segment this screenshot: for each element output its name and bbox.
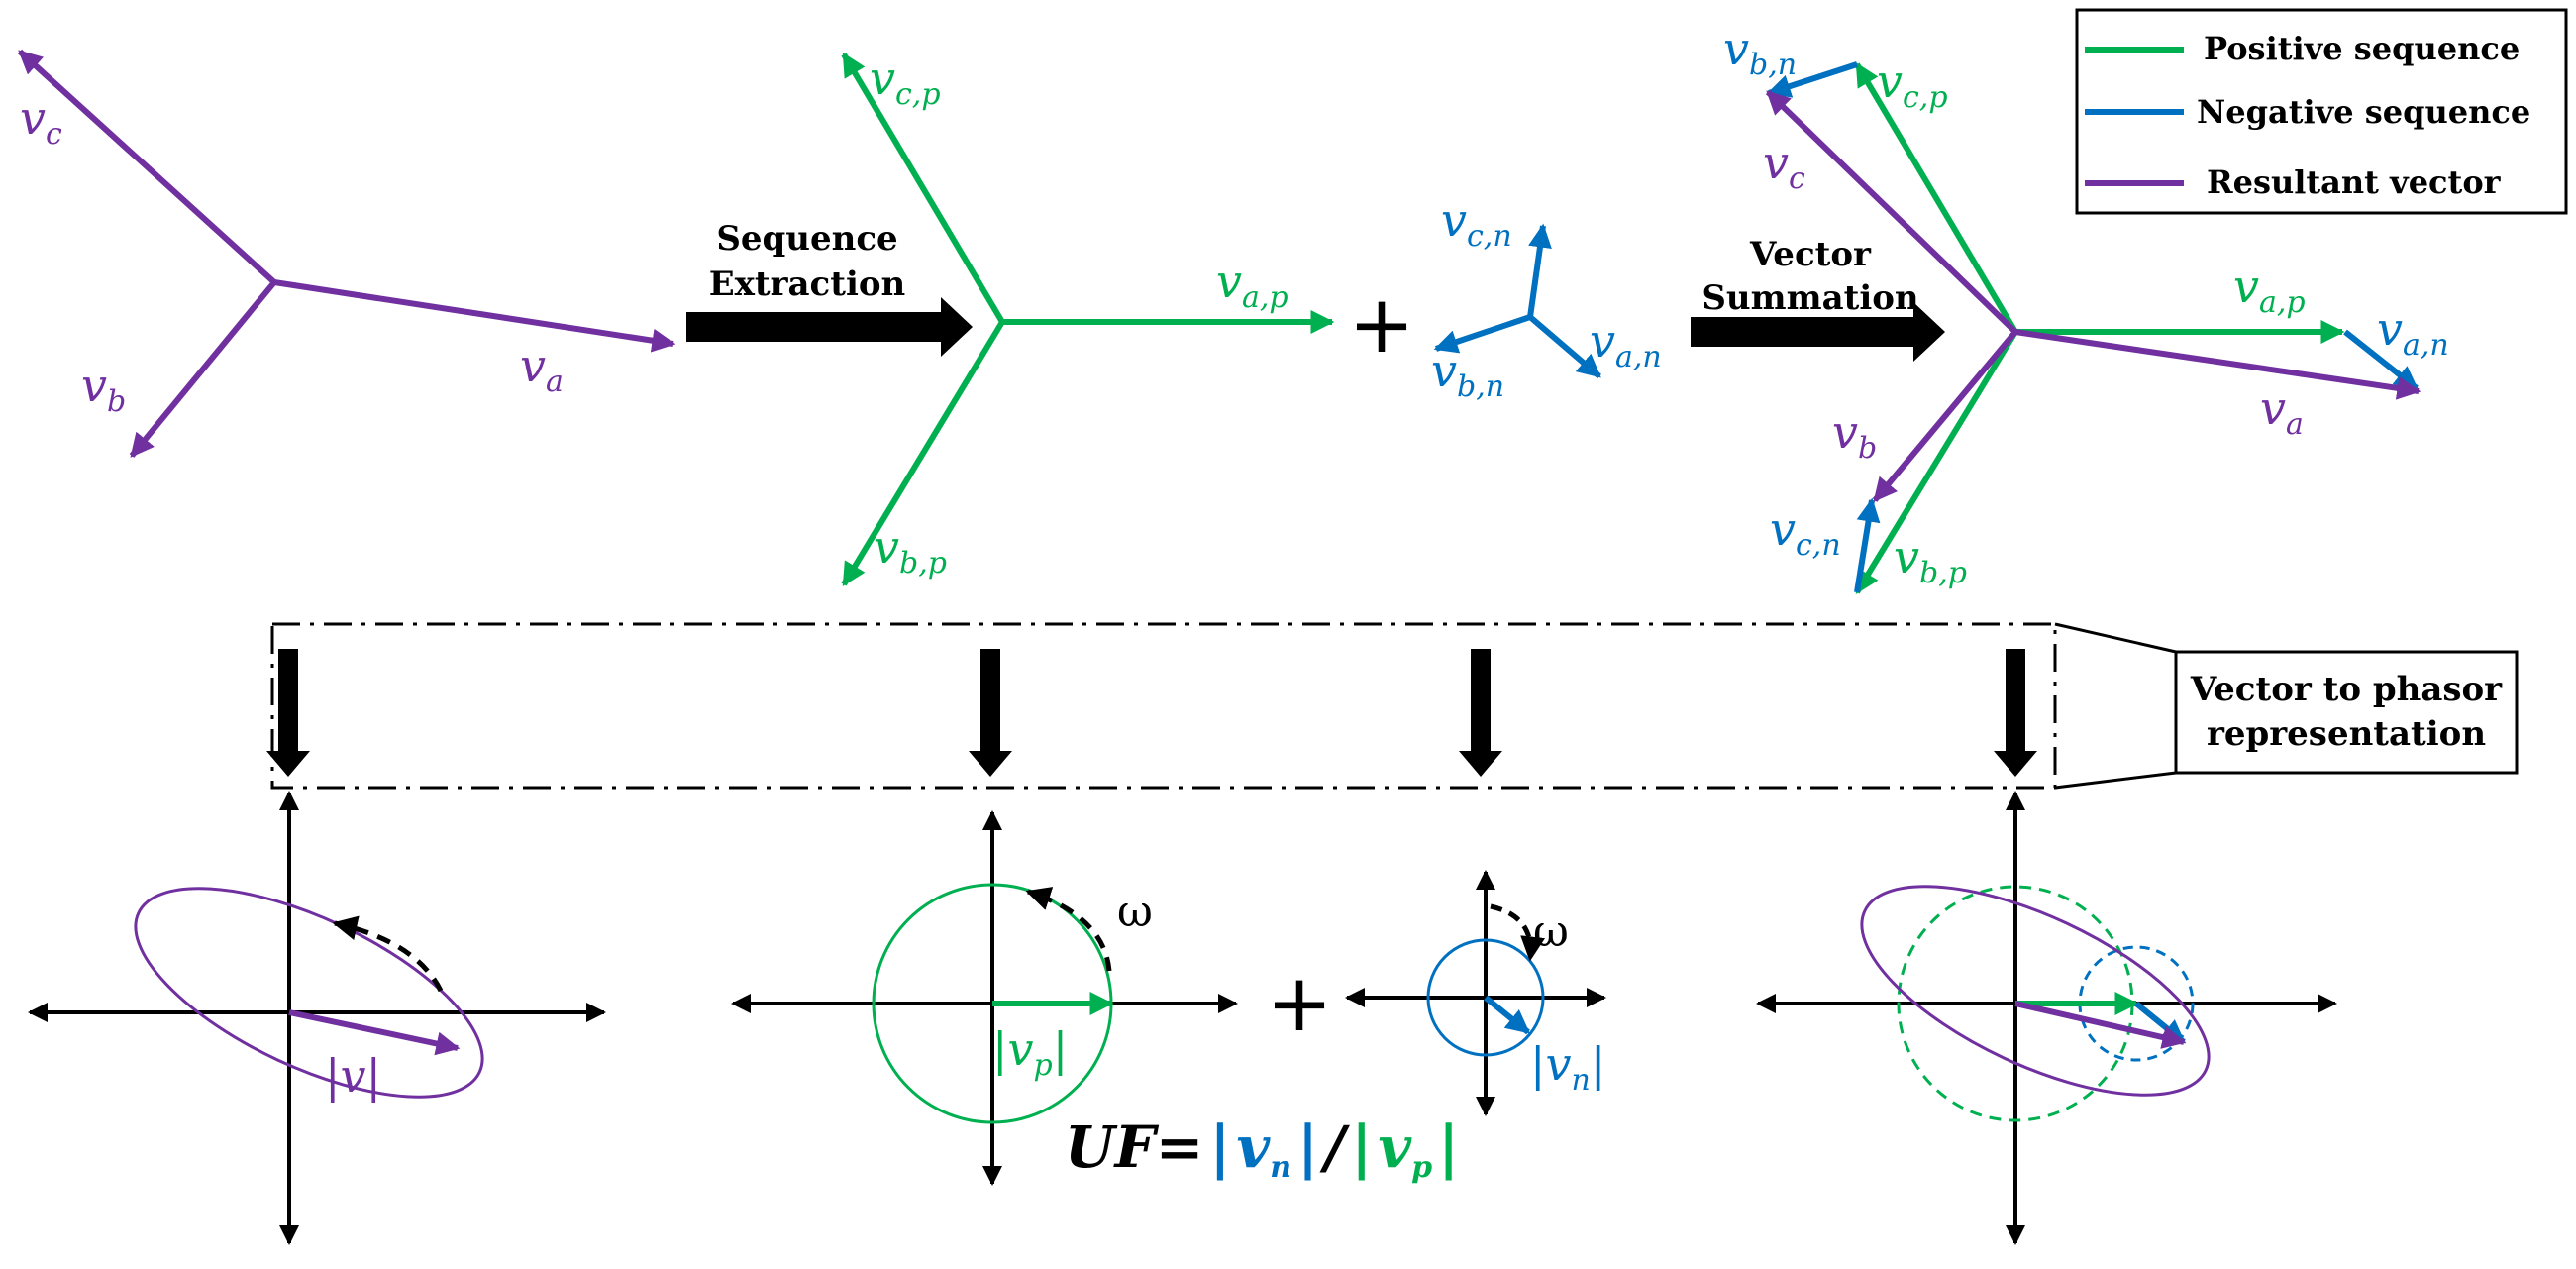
sum-label-vbn: vb,n (1723, 22, 1797, 82)
vector-vcp (841, 52, 1005, 324)
phasor-transform-band: Vector to phasor representation (266, 622, 2519, 790)
unbalanced-vectors: va vc vb (17, 49, 676, 458)
rotation-arrow-icon (1490, 903, 1546, 962)
omega-label: ω (1117, 887, 1153, 937)
negative-phasor (1484, 995, 1530, 1035)
transform-box (270, 622, 2057, 790)
sum-label-van: va,n (2377, 302, 2449, 363)
sum-label-va: va (2260, 381, 2304, 442)
vector-vc (17, 49, 277, 285)
label-van: va,n (1590, 314, 1662, 374)
vector-summation-step: Vector Summation (1691, 235, 1945, 362)
phasor-panel-summation (1756, 791, 2337, 1245)
legend-label-positive: Positive sequence (2204, 30, 2520, 67)
extraction-arrow-icon (686, 297, 973, 357)
negative-circle (1426, 938, 1545, 1057)
phasor-panel-positive: ω |vp| (731, 810, 1238, 1186)
down-arrow-icon-4 (1994, 649, 2037, 777)
extraction-label-line1: Sequence (716, 219, 897, 259)
callout-line-bottom (2054, 771, 2177, 790)
sum-vector-va (2014, 329, 2421, 400)
summation-label-line2: Summation (1701, 278, 1918, 318)
resultant-ellipse (134, 887, 484, 1099)
sum-vector-vcp (1854, 61, 2018, 334)
negative-sequence-vectors: vc,n va,n vb,n (1431, 193, 1662, 404)
label-vb: vb (81, 359, 126, 419)
sequence-extraction-step: Sequence Extraction (686, 219, 973, 357)
phasor-panel-resultant: |v| (28, 791, 606, 1245)
positive-sequence-vectors: va,p vc,p vb,p (841, 52, 1335, 587)
sum-vector-vcn (1854, 497, 1881, 593)
vector-va (273, 279, 676, 353)
down-arrow-icon-1 (266, 649, 310, 777)
phasor-panel-negative: ω |vn| (1345, 870, 1606, 1116)
label-vbp: vb,p (874, 520, 947, 581)
label-va: va (520, 339, 564, 399)
sum-vector-vc (1765, 89, 2018, 335)
summation-arrow-icon (1691, 302, 1945, 362)
label-vc: vc (20, 91, 62, 152)
vector-vbp (841, 320, 1005, 587)
label-vbn: vb,n (1431, 344, 1504, 404)
label-vcp: vc,p (870, 52, 941, 112)
sum-label-vcn: vc,n (1770, 502, 1841, 563)
sum-vector-vbp (1854, 330, 2018, 595)
down-arrow-icon-2 (969, 649, 1012, 777)
sum-label-vap: va,p (2233, 260, 2306, 320)
callout-label-line1: Vector to phasor (2190, 670, 2503, 709)
sum-label-vbp: vb,p (1894, 530, 1967, 590)
unbalance-factor-formula: UF=|vn|/|vp| (1065, 1113, 1459, 1185)
callout-box (2174, 650, 2519, 775)
down-arrow-icon-3 (1459, 649, 1502, 777)
legend-label-negative: Negative sequence (2197, 93, 2530, 131)
vector-vcn (1527, 223, 1552, 318)
plus-sign-bottom: + (1266, 957, 1332, 1049)
legend-label-resultant: Resultant vector (2207, 163, 2502, 201)
legend: Positive sequence Negative sequence Resu… (2075, 8, 2568, 215)
sum-label-vcp: vc,p (1877, 54, 1948, 115)
rotation-arrow-icon (332, 915, 444, 993)
label-vap: va,p (1216, 255, 1288, 315)
label-vcn: vc,n (1441, 193, 1512, 254)
sum-label-vc: vc (1763, 136, 1805, 196)
summation-vectors: vb,n vc,p vc va,p va,n va vb vc,n vb,p (1723, 22, 2449, 595)
vector-vb (129, 280, 277, 458)
summation-label-line1: Vector (1749, 235, 1872, 274)
resultant-ellipse (1860, 885, 2211, 1097)
resultant-phasor (2014, 1001, 2187, 1049)
vector-van (1528, 314, 1601, 379)
sum-vector-vb (1872, 330, 2018, 502)
vector-vbn (1433, 314, 1531, 354)
extraction-label-line2: Extraction (709, 264, 906, 304)
omega-label: ω (1533, 906, 1569, 957)
sum-label-vb: vb (1832, 405, 1877, 466)
label-vp-mag: |vp| (992, 1022, 1068, 1083)
rotation-arrow-icon (1025, 887, 1112, 972)
resultant-phasor (288, 1009, 461, 1056)
sum-vector-vbn (1766, 61, 1858, 98)
label-v-mag: |v| (325, 1049, 381, 1103)
label-vn-mag: |vn| (1530, 1037, 1605, 1098)
callout-label-line2: representation (2207, 714, 2486, 754)
callout-line-top (2054, 622, 2177, 654)
plus-sign-top: + (1348, 278, 1414, 370)
